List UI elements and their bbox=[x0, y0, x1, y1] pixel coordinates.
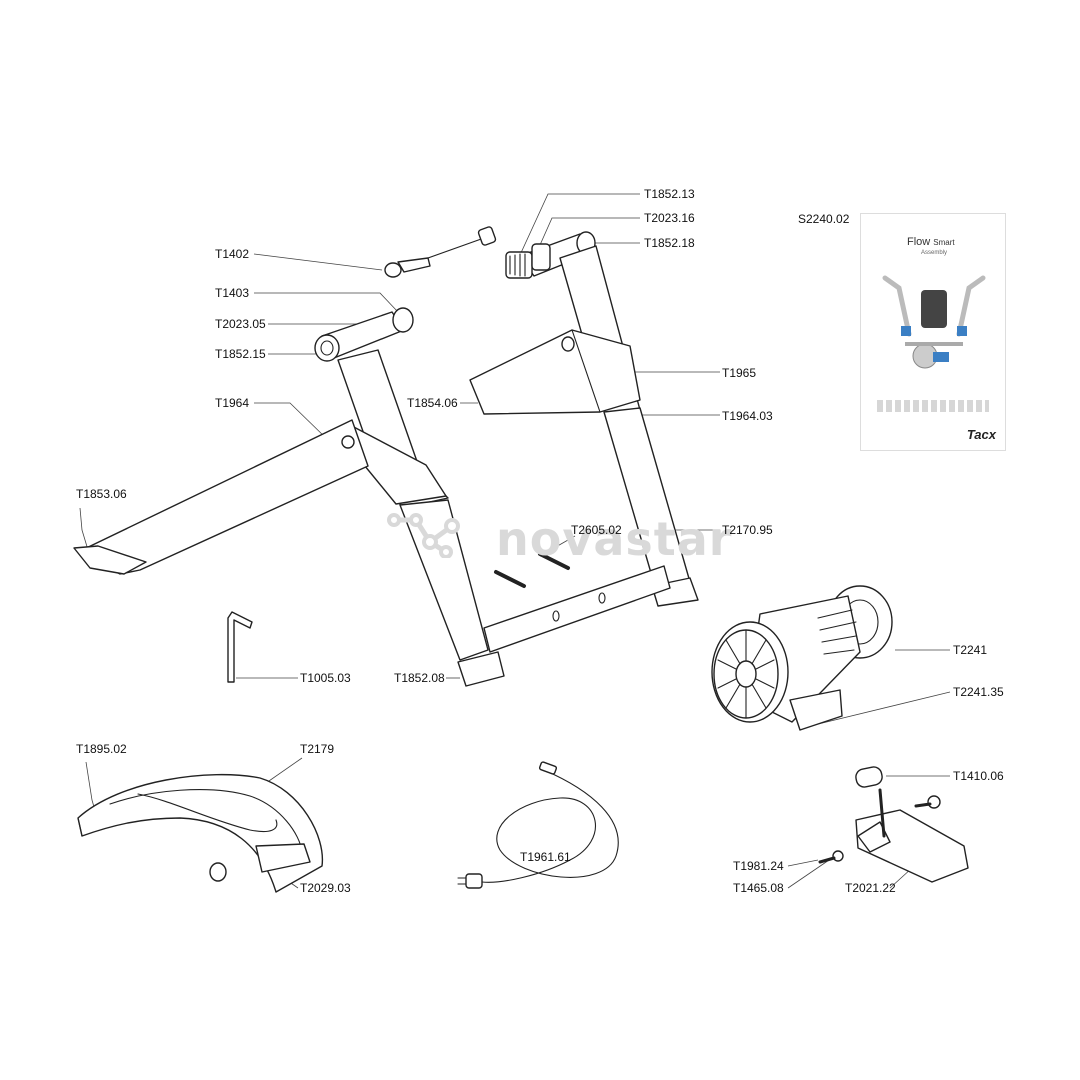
label-T2179: T2179 bbox=[300, 742, 335, 756]
label-T1964: T1964 bbox=[215, 396, 250, 410]
label-T1410-06: T1410.06 bbox=[953, 769, 1004, 783]
label-manual-code: S2240.02 bbox=[798, 212, 850, 226]
watermark-text: novastar bbox=[496, 512, 733, 566]
label-T1961-61: T1961.61 bbox=[520, 850, 571, 864]
label-T2241-35: T2241.35 bbox=[953, 685, 1004, 699]
label-T1895-02: T1895.02 bbox=[76, 742, 127, 756]
manual-title-main: Flow bbox=[907, 236, 931, 248]
molecule-logo-icon bbox=[387, 513, 460, 558]
label-T1852-13: T1852.13 bbox=[644, 187, 695, 201]
label-T1981-24: T1981.24 bbox=[733, 859, 784, 873]
label-T1465-08: T1465.08 bbox=[733, 881, 784, 895]
label-T2605-02: T2605.02 bbox=[571, 523, 622, 537]
label-T1964-03: T1964.03 bbox=[722, 409, 773, 423]
skewer-part bbox=[384, 226, 497, 278]
front-block-part bbox=[818, 766, 969, 883]
label-T2023-05: T2023.05 bbox=[215, 317, 266, 331]
trainer-photo-illustration bbox=[882, 275, 986, 369]
manual-title: Flow Smart bbox=[907, 236, 955, 248]
resistance-unit-part bbox=[711, 585, 893, 731]
bolts-part bbox=[494, 552, 570, 588]
language-codes-strip bbox=[877, 400, 989, 412]
label-T1965: T1965 bbox=[722, 366, 757, 380]
label-T1852-18: T1852.18 bbox=[644, 236, 695, 250]
label-T1402: T1402 bbox=[215, 247, 250, 261]
cross-bar-part bbox=[483, 565, 671, 653]
label-T2241: T2241 bbox=[953, 643, 988, 657]
label-T1852-15: T1852.15 bbox=[215, 347, 266, 361]
right-leg-part bbox=[469, 245, 699, 607]
power-cable-part bbox=[457, 761, 619, 889]
assembly-manual-thumbnail: Flow Smart Assembly Tacx bbox=[860, 213, 1006, 451]
right-pivot-part bbox=[505, 231, 596, 279]
manual-title-suffix: Smart bbox=[933, 238, 955, 247]
label-T1403: T1403 bbox=[215, 286, 250, 300]
label-T1852-08: T1852.08 bbox=[394, 671, 445, 685]
label-T1854-06: T1854.06 bbox=[407, 396, 458, 410]
left-leg-part bbox=[73, 349, 505, 687]
manual-subtitle: Assembly bbox=[921, 250, 948, 256]
hex-key-part bbox=[227, 611, 253, 683]
label-T1005-03: T1005.03 bbox=[300, 671, 351, 685]
label-T2029-03: T2029.03 bbox=[300, 881, 351, 895]
front-wheel-block-part bbox=[77, 773, 324, 893]
manual-brand-logo: Tacx bbox=[966, 427, 996, 442]
label-T2023-16: T2023.16 bbox=[644, 211, 695, 225]
left-pivot-part bbox=[314, 307, 414, 362]
label-T2021-22: T2021.22 bbox=[845, 881, 896, 895]
label-T2170-95: T2170.95 bbox=[722, 523, 773, 537]
label-T1853-06: T1853.06 bbox=[76, 487, 127, 501]
